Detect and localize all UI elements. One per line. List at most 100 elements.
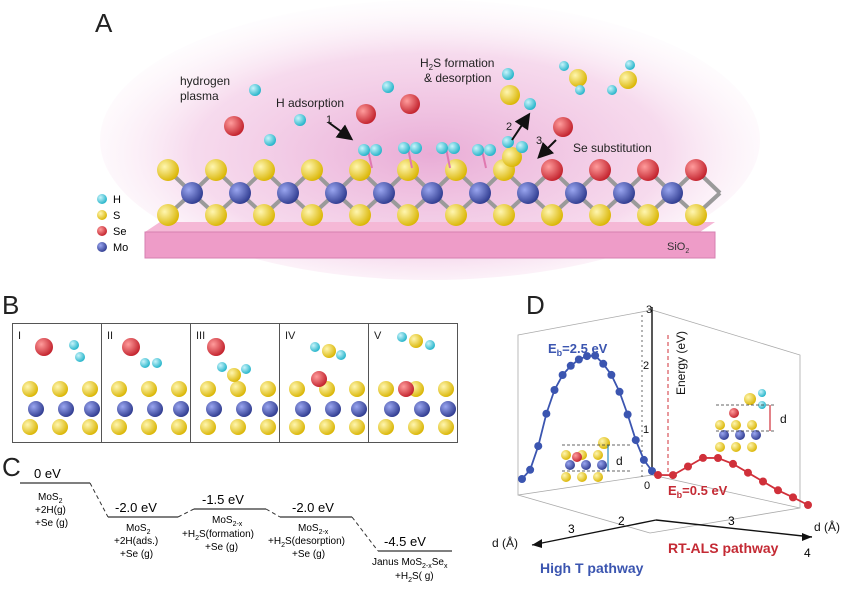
adsorbate-atom: [152, 358, 162, 368]
high-t-point: [631, 436, 640, 445]
state-1-line1: MoS2: [126, 523, 151, 536]
mo-atom: [440, 401, 456, 417]
energy-tick-2: 2: [643, 360, 649, 372]
rt-als-point: [654, 471, 662, 479]
state-2-line3: +Se (g): [205, 542, 238, 553]
s-atom: [230, 381, 246, 397]
bottom-sulfur-atom: [589, 204, 611, 226]
s-atom: [408, 419, 424, 435]
energy-tick-0: 0: [644, 480, 650, 492]
left-d-axis: [531, 519, 657, 546]
mo-atom: [597, 460, 607, 470]
legend-mo-label: Mo: [113, 242, 128, 254]
adsorbed-h-atom: [436, 142, 448, 154]
mo-atom: [421, 182, 443, 204]
panel-b-letter: B: [2, 290, 20, 320]
rt-als-point: [669, 471, 677, 480]
rt-als-point: [684, 462, 692, 471]
s-atom: [200, 381, 216, 397]
frame-label: II: [107, 330, 113, 342]
legend-se-label: Se: [113, 226, 126, 238]
s-atom: [82, 381, 98, 397]
adsorbate-atom: [75, 352, 85, 362]
bottom-sulfur-atom: [205, 204, 227, 226]
adsorbate-atom: [425, 340, 435, 350]
s-atom: [260, 419, 276, 435]
legend-h-label: H: [113, 194, 121, 206]
s-atom: [438, 419, 454, 435]
adsorbate-atom: [241, 364, 251, 374]
h-adsorption-label: H adsorption: [276, 96, 344, 110]
high-t-point: [599, 359, 608, 368]
mo-atom: [565, 460, 575, 470]
s-atom: [715, 442, 725, 452]
energy-4: -4.5 eV: [384, 534, 426, 549]
adsorbed-h-atom: [472, 144, 484, 156]
adsorbed-h-atom: [484, 144, 496, 156]
s-atom: [111, 381, 127, 397]
top-chalcogen-atom: [637, 159, 659, 181]
state-1-line3: +Se (g): [120, 549, 153, 560]
adsorbate-atom: [311, 371, 327, 387]
energy-0: 0 eV: [34, 466, 61, 481]
rt-als-point: [699, 453, 707, 462]
level-connectors: [89, 482, 379, 552]
s-atom: [111, 419, 127, 435]
top-chalcogen-atom: [541, 159, 563, 181]
right-tick-3: 3: [728, 514, 735, 528]
step3-number: 3: [536, 135, 542, 147]
rt-als-point: [789, 493, 797, 502]
high-t-point: [639, 455, 648, 464]
bottom-sulfur-atom: [157, 204, 179, 226]
state-0-line3: +Se (g): [35, 518, 68, 529]
frame-label: V: [374, 330, 382, 342]
rt-als-pathway-label: RT-ALS pathway: [668, 540, 779, 556]
rt-als-point: [729, 459, 737, 468]
energy-tick-3: 3: [646, 304, 652, 316]
top-chalcogen-atom: [589, 159, 611, 181]
bottom-sulfur-atom: [301, 204, 323, 226]
s-atom: [171, 381, 187, 397]
top-chalcogen-atom: [157, 159, 179, 181]
inset-rt-als: [715, 389, 776, 452]
adsorbate-atom: [227, 368, 241, 382]
high-t-point: [615, 387, 624, 396]
left-tick-2: 2: [618, 514, 625, 528]
mo-atom: [325, 401, 341, 417]
state-3-line2: +H2S(desorption): [268, 536, 345, 549]
s-atom: [561, 450, 571, 460]
left-axis-label: d (Å): [492, 535, 518, 550]
panel-a-letter: A: [95, 8, 113, 38]
legend-s-label: S: [113, 210, 120, 222]
d-marker-high: d: [616, 454, 623, 468]
high-t-point: [583, 352, 591, 361]
state-4-line1: Janus MoS2-xSex: [372, 557, 448, 570]
s-atom: [715, 420, 725, 430]
s-atom: [378, 419, 394, 435]
mo-atom: [719, 430, 729, 440]
frame-label: III: [196, 330, 205, 342]
mo-atom: [351, 401, 367, 417]
mo-atom: [469, 182, 491, 204]
substrate-label: SiO2: [667, 241, 689, 255]
state-1-line2: +2H(ads.): [114, 536, 158, 547]
adsorbate-atom: [35, 338, 53, 356]
s-atom: [731, 442, 741, 452]
mo-atom: [58, 401, 74, 417]
adsorbed-h-atom: [410, 142, 422, 154]
adsorbate-atom: [336, 350, 346, 360]
high-t-point: [607, 370, 616, 379]
mo-atom: [206, 401, 222, 417]
bottom-sulfur-atom: [637, 204, 659, 226]
energy-axis-label: Energy (eV): [674, 331, 688, 395]
mo-atom: [661, 182, 683, 204]
top-chalcogen-atom: [445, 159, 467, 181]
s-atom: [200, 419, 216, 435]
mo-atom: [277, 182, 299, 204]
s-atom: [438, 381, 454, 397]
mo-atom: [613, 182, 635, 204]
mo-atom: [384, 401, 400, 417]
bottom-sulfur-atom: [349, 204, 371, 226]
